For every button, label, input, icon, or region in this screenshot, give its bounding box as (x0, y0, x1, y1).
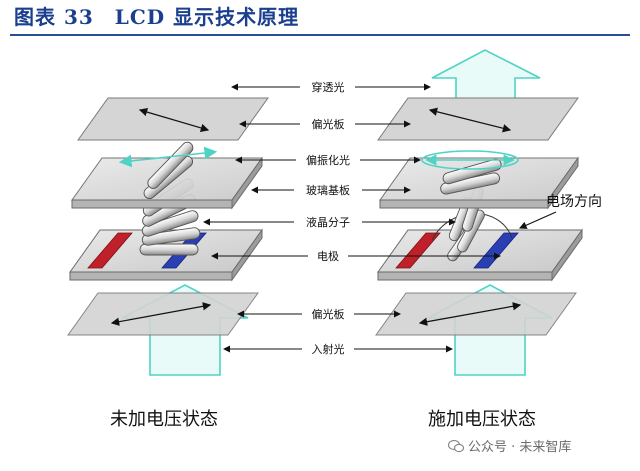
state-no-voltage: 未加电压状态 (110, 409, 218, 430)
label-field-direction: 电场方向 (546, 194, 602, 210)
left-bottom-polarizer (67, 292, 259, 336)
left-liquid-crystal-stack (139, 178, 201, 256)
left-top-polarizer (77, 97, 269, 141)
label-transmitted-light: 穿透光 (312, 80, 345, 94)
right-bottom-polarizer (375, 292, 577, 336)
wechat-icon (448, 439, 464, 452)
state-voltage-applied: 施加电压状态 (428, 409, 536, 430)
center-labels: 穿透光 偏光板 偏振化光 玻璃基板 液晶分子 电极 偏光板 入射光 (203, 80, 501, 356)
right-electrode-blue (473, 232, 519, 269)
right-electrode-red (395, 232, 441, 269)
watermark: 公众号 · 未来智库 (448, 436, 571, 455)
label-polarizer-bottom: 偏光板 (312, 307, 345, 321)
label-incident-light: 入射光 (312, 342, 345, 356)
right-panel (375, 49, 583, 376)
label-electrode: 电极 (317, 249, 339, 263)
right-polarized-light-ellipse (421, 150, 519, 170)
title-rule (10, 34, 630, 36)
right-bottom-substrate (377, 228, 583, 282)
label-glass-substrate: 玻璃基板 (306, 183, 350, 197)
figure-title: 图表 33 LCD 显示技术原理 (14, 5, 300, 29)
left-panel (67, 97, 269, 376)
left-electrode-red (87, 232, 133, 269)
watermark-text: 公众号 · 未来智库 (468, 440, 572, 455)
right-top-polarizer (377, 97, 579, 141)
left-polarized-light-arrow (118, 146, 218, 168)
label-liquid-crystal: 液晶分子 (306, 215, 350, 229)
label-polarized-light: 偏振化光 (306, 153, 350, 167)
field-direction-pointer (518, 211, 557, 229)
label-polarizer-top: 偏光板 (312, 117, 345, 131)
